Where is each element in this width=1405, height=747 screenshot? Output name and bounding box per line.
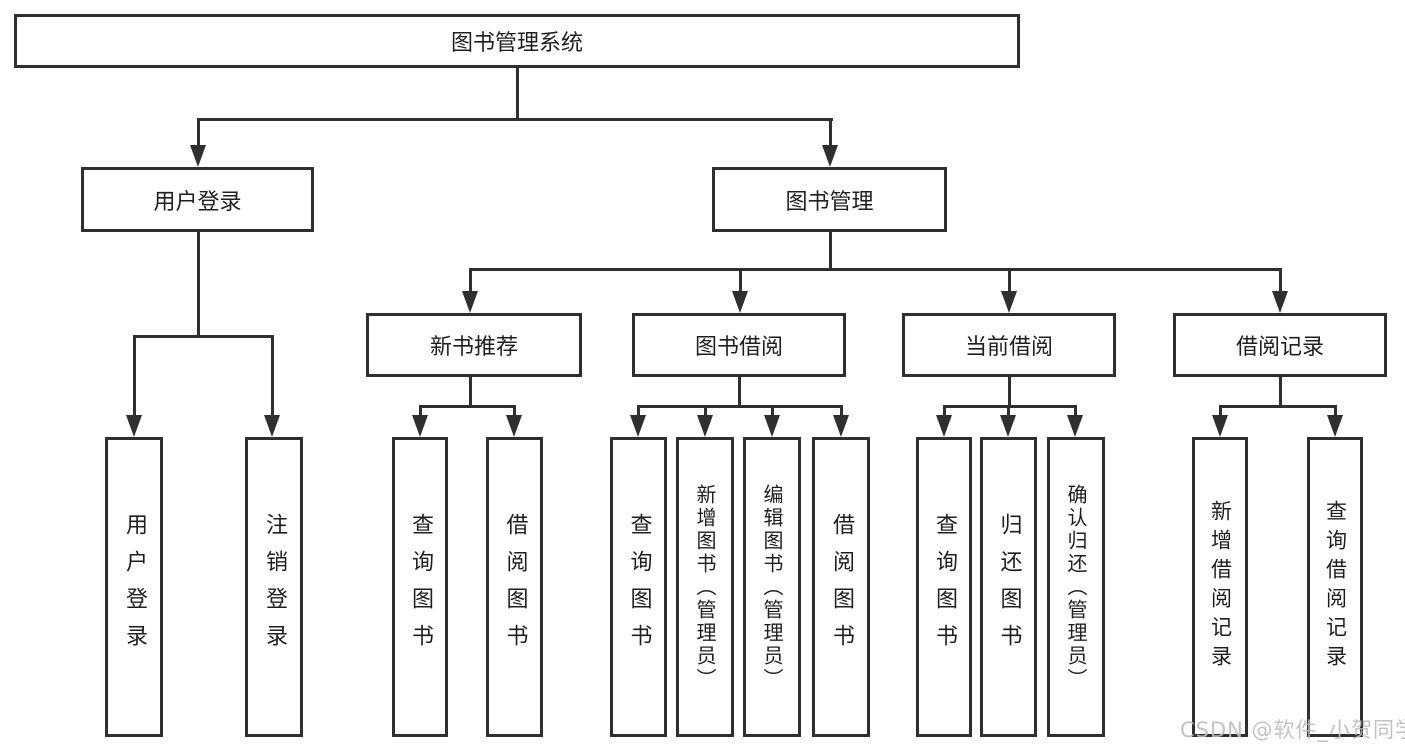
- connector-borrow-records-stem: [1279, 377, 1282, 405]
- arrowhead-to-leaf-logout: [264, 415, 280, 437]
- connector-book-borrow-branch: [637, 405, 842, 408]
- arrowhead-leaf: [1000, 415, 1016, 437]
- node-current-borrowing: 当前借阅: [902, 313, 1116, 377]
- arrowhead-to-borrow-records: [1272, 291, 1288, 313]
- connector-to-user-login: [197, 118, 200, 148]
- leaf-label: 归还图书: [996, 513, 1022, 661]
- connector-to-book-management: [829, 118, 832, 148]
- arrowhead-to-current-borrow: [1001, 291, 1017, 313]
- node-book-management: 图书管理: [712, 167, 947, 232]
- leaf-edit-books-admin: 编辑图书（管理员）: [743, 437, 801, 737]
- connector-to-new-book: [469, 268, 472, 294]
- connector-leaf: [513, 405, 516, 418]
- connector-current-borrow-stem: [1008, 377, 1011, 405]
- leaf-label: 查询图书: [408, 513, 433, 661]
- leaf-query-books-borrowing: 查询图书: [610, 437, 667, 737]
- arrowhead-leaf: [1067, 415, 1083, 437]
- connector-root-stem: [516, 68, 519, 118]
- connector-leaf: [943, 405, 946, 418]
- leaf-logout: 注销登录: [245, 437, 303, 737]
- node-library-system: 图书管理系统: [14, 14, 1020, 68]
- connector-leaf: [1334, 405, 1337, 418]
- leaf-label: 查询图书: [626, 513, 652, 661]
- connector-leaf: [419, 405, 422, 418]
- node-label: 当前借阅: [964, 335, 1053, 360]
- connector-new-book-stem: [469, 377, 472, 405]
- connector-leaf: [1219, 405, 1222, 418]
- leaf-confirm-return-admin: 确认归还（管理员）: [1047, 437, 1105, 737]
- arrowhead-to-new-book: [462, 291, 478, 313]
- arrowhead-leaf: [1212, 415, 1228, 437]
- leaf-add-books-admin: 新增图书（管理员）: [676, 437, 734, 737]
- connector-book-management-branch: [469, 268, 1281, 271]
- arrowhead-to-book-borrow: [732, 291, 748, 313]
- node-book-borrowing: 图书借阅: [632, 313, 846, 377]
- node-label: 图书借阅: [694, 335, 783, 360]
- arrowhead-leaf: [697, 415, 713, 437]
- node-new-book-recommendation: 新书推荐: [366, 313, 582, 377]
- connector-to-current-borrow: [1008, 268, 1011, 294]
- connector-borrow-records-branch: [1219, 405, 1336, 408]
- leaf-label: 新增借阅记录: [1208, 500, 1233, 674]
- node-label: 图书管理: [785, 189, 874, 215]
- arrowhead-leaf: [1327, 415, 1343, 437]
- connector-leaf: [704, 405, 707, 418]
- connector-book-borrow-stem: [738, 377, 741, 405]
- arrowhead-to-book-management: [822, 145, 838, 167]
- node-label: 新书推荐: [429, 335, 518, 360]
- leaf-borrow-books-borrowing: 借阅图书: [812, 437, 870, 737]
- csdn-watermark: CSDN @软件_小贺同学: [1180, 718, 1405, 742]
- leaf-label: 确认归还（管理员）: [1064, 483, 1088, 691]
- node-label: 图书管理系统: [450, 31, 583, 56]
- arrowhead-leaf: [833, 415, 849, 437]
- connector-leaf: [840, 405, 843, 418]
- connector-user-login-branch: [133, 335, 274, 338]
- connector-user-login-stem: [197, 232, 200, 335]
- connector-current-borrow-branch: [943, 405, 1077, 408]
- connector-new-book-branch: [419, 405, 516, 408]
- arrowhead-leaf: [764, 415, 780, 437]
- leaf-query-borrow-record: 查询借阅记录: [1307, 437, 1363, 737]
- arrowhead-to-leaf-login: [126, 415, 142, 437]
- leaf-label: 用户登录: [122, 513, 147, 661]
- leaf-label: 新增图书（管理员）: [693, 483, 717, 691]
- arrowhead-leaf: [630, 415, 646, 437]
- leaf-add-borrow-record: 新增借阅记录: [1192, 437, 1248, 737]
- node-user-login: 用户登录: [81, 167, 314, 232]
- node-label: 用户登录: [153, 189, 242, 215]
- connector-leaf: [637, 405, 640, 418]
- arrowhead-to-user-login: [190, 145, 206, 167]
- connector-leaf: [1074, 405, 1077, 418]
- leaf-label: 注销登录: [262, 513, 287, 661]
- leaf-label: 借阅图书: [829, 513, 854, 661]
- leaf-user-login: 用户登录: [105, 437, 163, 737]
- arrowhead-leaf: [506, 415, 522, 437]
- leaf-borrow-books-recommend: 借阅图书: [486, 437, 543, 737]
- leaf-label: 查询图书: [932, 513, 957, 661]
- arrowhead-leaf: [412, 415, 428, 437]
- arrowhead-leaf: [936, 415, 952, 437]
- leaf-return-books: 归还图书: [980, 437, 1037, 737]
- leaf-query-books-current: 查询图书: [916, 437, 972, 737]
- connector-book-management-stem: [829, 232, 832, 268]
- connector-to-book-borrow: [739, 268, 742, 294]
- connector-leaf: [771, 405, 774, 418]
- connector-to-leaf-logout: [271, 335, 274, 419]
- leaf-label: 查询借阅记录: [1323, 500, 1348, 674]
- leaf-label: 编辑图书（管理员）: [760, 483, 784, 691]
- connector-root-branch: [197, 118, 833, 121]
- connector-to-leaf-login: [133, 335, 136, 419]
- connector-leaf: [1007, 405, 1010, 418]
- leaf-query-books-recommend: 查询图书: [392, 437, 448, 737]
- node-borrowing-records: 借阅记录: [1173, 313, 1387, 377]
- node-label: 借阅记录: [1235, 335, 1324, 360]
- connector-to-borrow-records: [1279, 268, 1282, 294]
- leaf-label: 借阅图书: [502, 513, 528, 661]
